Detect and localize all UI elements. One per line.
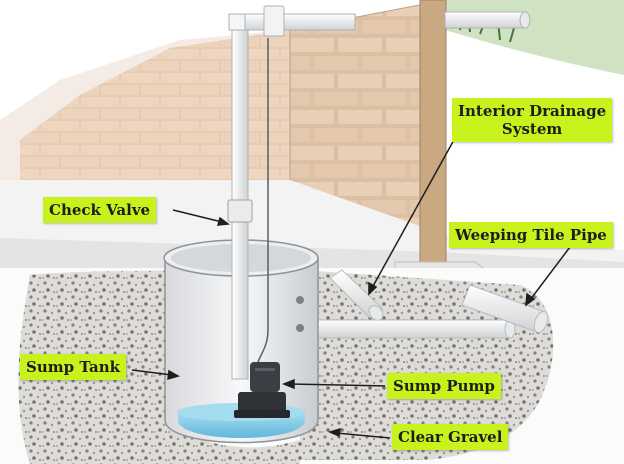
label-sump-tank: Sump Tank	[20, 354, 127, 380]
check-valve	[227, 199, 253, 223]
weeping-tile-pipe	[461, 284, 549, 334]
power-cord	[257, 38, 269, 363]
sump-pump	[234, 362, 290, 418]
leader-arrows	[131, 137, 571, 439]
exterior-grass	[445, 0, 624, 75]
label-weeping-tile-pipe: Weeping Tile Pipe	[449, 222, 613, 248]
label-interior-drainage-system: Interior Drainage System	[452, 98, 613, 142]
label-clear-gravel: Clear Gravel	[392, 424, 509, 450]
interior-drain-pipe	[299, 319, 516, 339]
exterior-pipe	[444, 11, 531, 29]
discharge-pipe	[228, 5, 356, 380]
angled-drain-pipe	[329, 269, 384, 321]
label-sump-pump: Sump Pump	[387, 373, 501, 399]
label-check-valve: Check Valve	[43, 197, 157, 223]
wooden-post	[419, 0, 447, 271]
back-brick-wall	[0, 0, 360, 180]
